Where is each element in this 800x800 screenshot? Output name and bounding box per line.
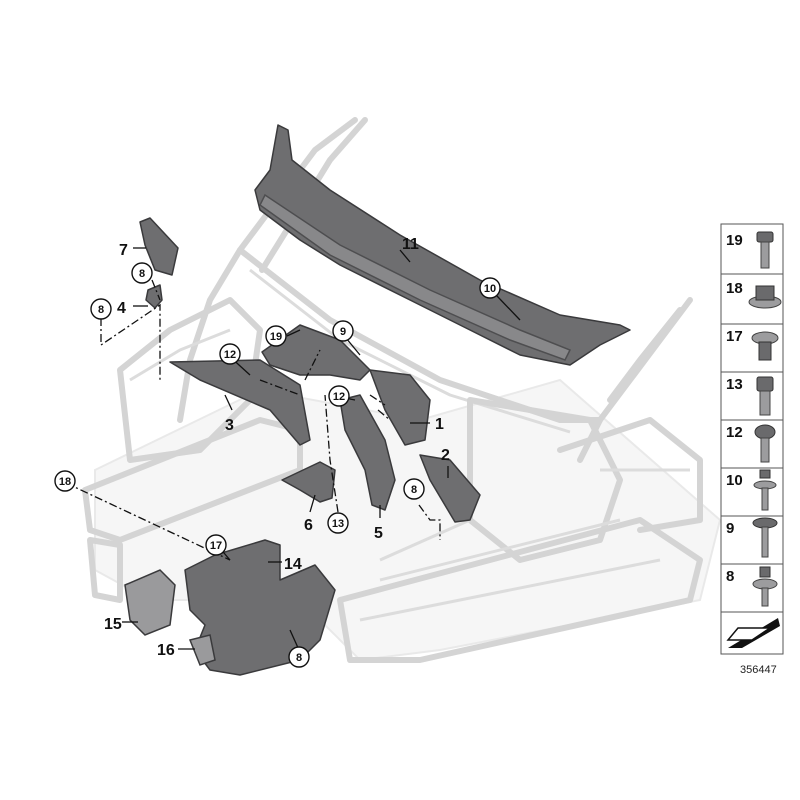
svg-text:18: 18 — [59, 476, 71, 488]
callout-labels: 1 2 3 4 5 6 7 11 14 15 16 — [104, 236, 450, 659]
callout-12-circle-a: 12 — [219, 343, 241, 365]
part-2-bracket — [419, 454, 481, 523]
callout-12-circle-b: 12 — [328, 385, 350, 407]
part-3-panel — [169, 359, 311, 446]
part-5-column — [339, 394, 396, 511]
part-1-bracket — [369, 369, 431, 446]
svg-text:8: 8 — [98, 304, 104, 316]
part-11-cowl-panel — [254, 124, 631, 366]
legend-label-19: 19 — [726, 232, 743, 249]
clip-nut-17-icon — [751, 331, 779, 361]
part-16-plate — [188, 634, 216, 666]
callout-11: 11 — [402, 236, 419, 253]
callout-10-circle: 10 — [479, 277, 501, 299]
legend-label-12: 12 — [726, 424, 743, 441]
svg-text:12: 12 — [333, 391, 345, 403]
legend-label-9: 9 — [726, 520, 734, 537]
callout-15: 15 — [104, 616, 122, 633]
part-4-bracket — [145, 284, 163, 309]
parts — [124, 124, 631, 676]
callout-6: 6 — [304, 517, 313, 534]
part-6-plate — [281, 461, 336, 503]
callout-8-circle-a: 8 — [131, 262, 153, 284]
callout-7: 7 — [119, 242, 128, 259]
svg-text:8: 8 — [139, 268, 145, 280]
callout-8-circle-b: 8 — [90, 298, 112, 320]
svg-text:17: 17 — [210, 540, 222, 552]
bolt-8-icon — [752, 566, 778, 607]
svg-text:12: 12 — [224, 349, 236, 361]
callout-3: 3 — [225, 417, 234, 434]
direction-arrow-icon — [726, 618, 780, 648]
legend-label-13: 13 — [726, 376, 743, 393]
legend-label-18: 18 — [726, 280, 743, 297]
fastener-legend: 19 18 17 13 12 10 9 8 — [720, 223, 784, 655]
callout-16: 16 — [157, 642, 175, 659]
legend-label-17: 17 — [726, 328, 743, 345]
bolt-13-icon — [756, 376, 774, 416]
svg-text:13: 13 — [332, 518, 344, 530]
callout-17-circle: 17 — [205, 534, 227, 556]
callout-1: 1 — [435, 416, 444, 433]
callout-18-circle: 18 — [54, 470, 76, 492]
callout-13-circle: 13 — [327, 512, 349, 534]
callout-9-circle: 9 — [332, 320, 354, 342]
bolt-19-icon — [756, 231, 774, 269]
svg-text:8: 8 — [411, 484, 417, 496]
callout-2: 2 — [441, 447, 450, 464]
part-7-bracket — [139, 217, 179, 276]
circled-callouts: 8 8 8 8 9 10 12 12 — [54, 262, 501, 668]
part-9-firewall-section — [261, 324, 371, 381]
screw-9-icon — [752, 517, 778, 558]
assembly-lines — [65, 279, 441, 561]
reference-number: 356447 — [740, 664, 777, 676]
callout-19-circle: 19 — [265, 325, 287, 347]
part-14-shield — [184, 539, 336, 676]
svg-text:8: 8 — [296, 652, 302, 664]
legend-label-10: 10 — [726, 472, 743, 489]
svg-text:9: 9 — [340, 326, 346, 338]
legend-label-8: 8 — [726, 568, 734, 585]
callout-5: 5 — [374, 525, 383, 542]
screw-10-icon — [753, 469, 777, 511]
callout-8-circle-d: 8 — [288, 646, 310, 668]
bolt-12-icon — [754, 424, 776, 463]
callout-8-circle-c: 8 — [403, 478, 425, 500]
svg-text:19: 19 — [270, 331, 282, 343]
callout-4: 4 — [117, 300, 126, 317]
nut-18-icon — [748, 285, 782, 309]
part-15-plate — [124, 569, 176, 636]
svg-text:10: 10 — [484, 283, 496, 295]
callout-14: 14 — [284, 556, 302, 573]
